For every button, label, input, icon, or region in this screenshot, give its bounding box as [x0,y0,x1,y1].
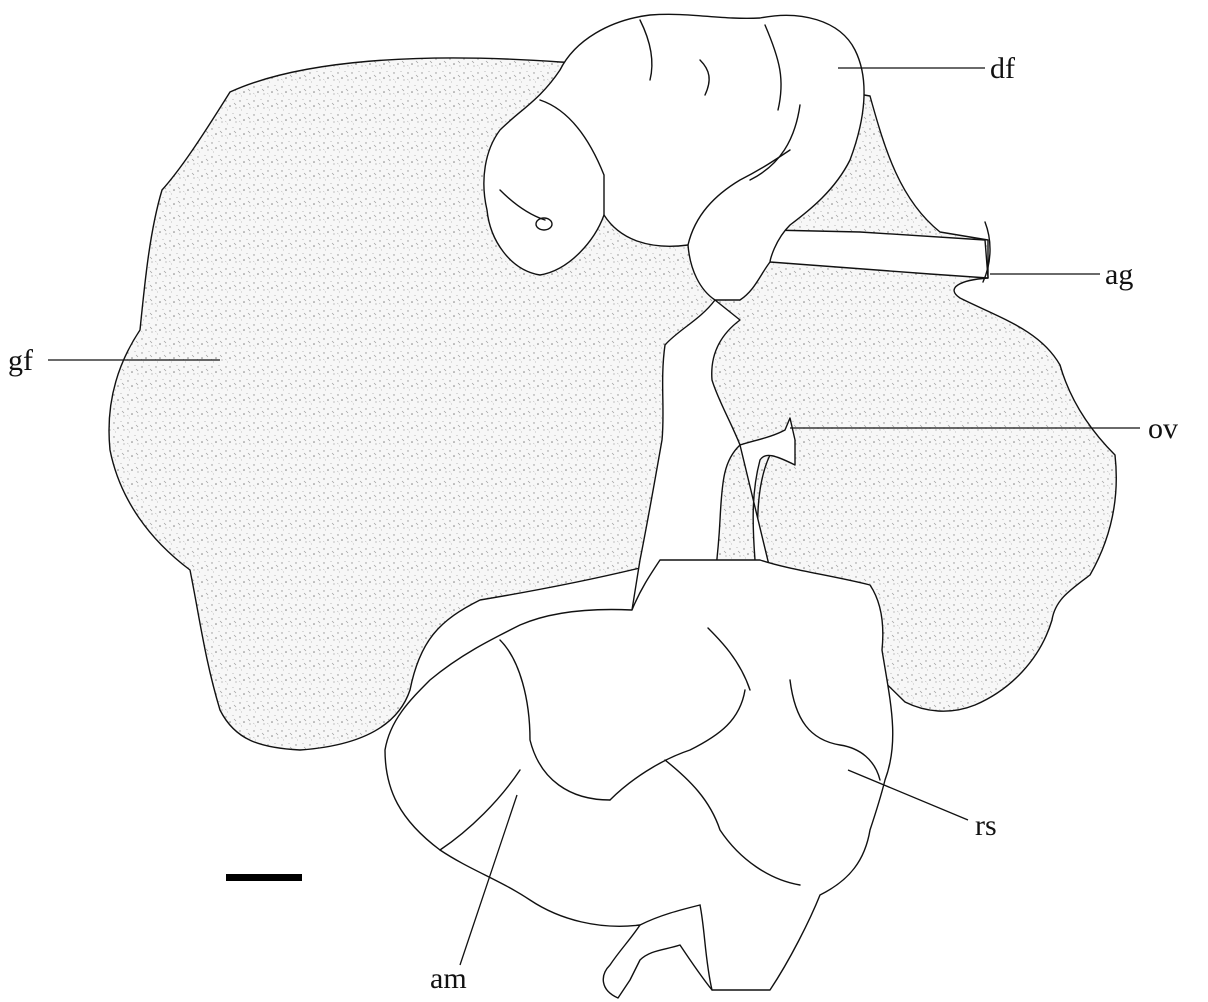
label-ov: ov [1148,412,1178,445]
coiled-duct-lower [385,560,893,998]
scale-bar [226,874,302,881]
label-rs: rs [975,809,997,842]
label-am: am [430,962,467,995]
label-df: df [990,52,1015,85]
label-gf: gf [8,344,33,377]
label-ag: ag [1105,258,1133,291]
